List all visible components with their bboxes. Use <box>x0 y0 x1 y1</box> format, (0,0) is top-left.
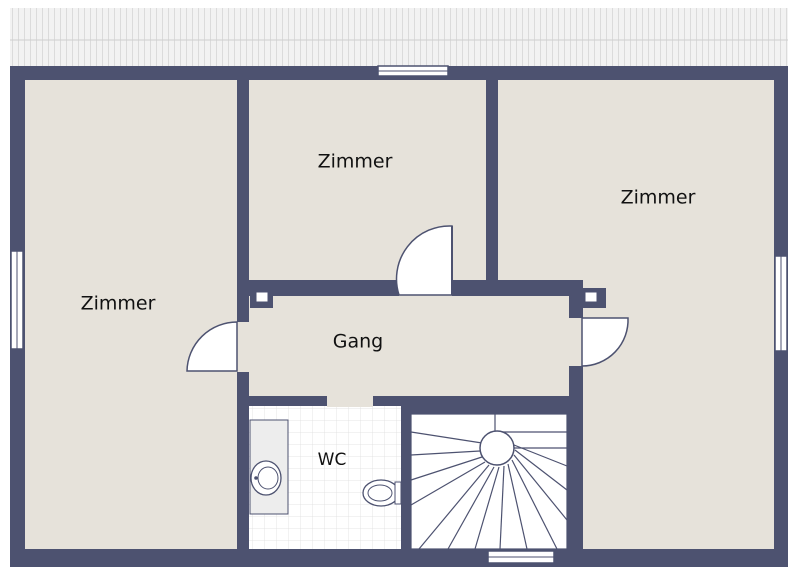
floor-corridor <box>249 296 569 396</box>
floor-zimmer-right <box>498 80 774 280</box>
floor-zimmer-left <box>25 80 237 549</box>
room-label-gang: Gang <box>333 331 383 353</box>
window-bottom <box>487 550 555 564</box>
door-swing-top <box>395 225 453 296</box>
window-top <box>377 65 449 77</box>
room-label-wc: WC <box>318 450 347 470</box>
room-label-zimmer-right: Zimmer <box>621 187 696 209</box>
room-label-zimmer-left: Zimmer <box>81 293 156 315</box>
roof-edge <box>10 8 788 68</box>
toilet <box>362 479 402 507</box>
window-right <box>774 255 788 352</box>
room-label-zimmer-top: Zimmer <box>318 151 393 173</box>
spiral-staircase <box>410 413 568 550</box>
door-swing-left <box>186 321 238 372</box>
window-left <box>10 250 24 350</box>
door-swing-right <box>581 317 629 367</box>
chimney-shaft <box>578 288 606 308</box>
chimney-shaft <box>250 288 273 308</box>
sink <box>249 419 289 515</box>
